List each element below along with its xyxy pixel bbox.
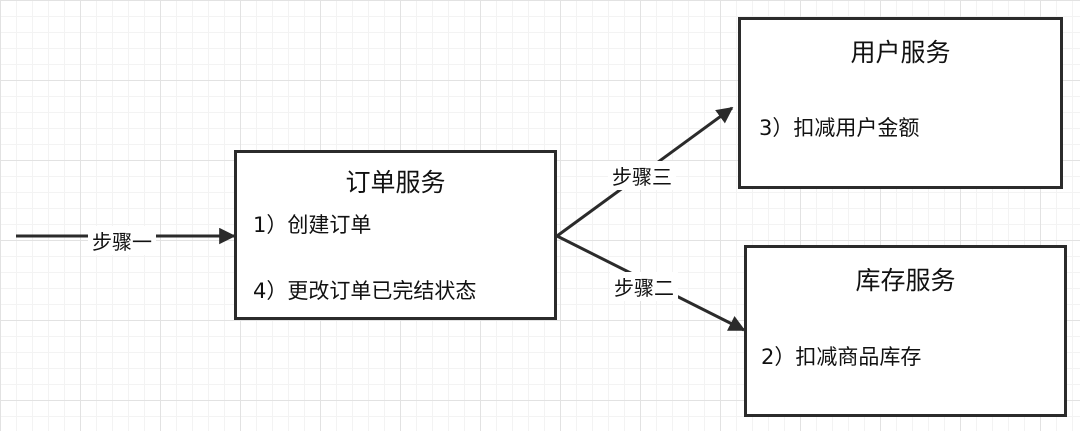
stock-service-step-deduct: 2）扣减商品库存 (761, 345, 922, 369)
edge-label-step2: 步骤二 (610, 272, 678, 301)
order-service-step-complete: 4）更改订单已完结状态 (253, 279, 477, 303)
order-service-title: 订单服务 (345, 168, 446, 197)
user-service-title: 用户服务 (850, 38, 951, 67)
user-service-box: 用户服务 3）扣减用户金额 (738, 17, 1063, 189)
order-service-step-create: 1）创建订单 (253, 213, 372, 237)
edge-label-step1: 步骤一 (88, 226, 156, 255)
user-service-step-deduct: 3）扣减用户金额 (759, 116, 920, 140)
stock-service-box: 库存服务 2）扣减商品库存 (744, 245, 1067, 417)
edge-label-step3: 步骤三 (608, 161, 676, 190)
stock-service-title: 库存服务 (855, 266, 956, 295)
order-service-box: 订单服务 1）创建订单 4）更改订单已完结状态 (234, 150, 557, 320)
